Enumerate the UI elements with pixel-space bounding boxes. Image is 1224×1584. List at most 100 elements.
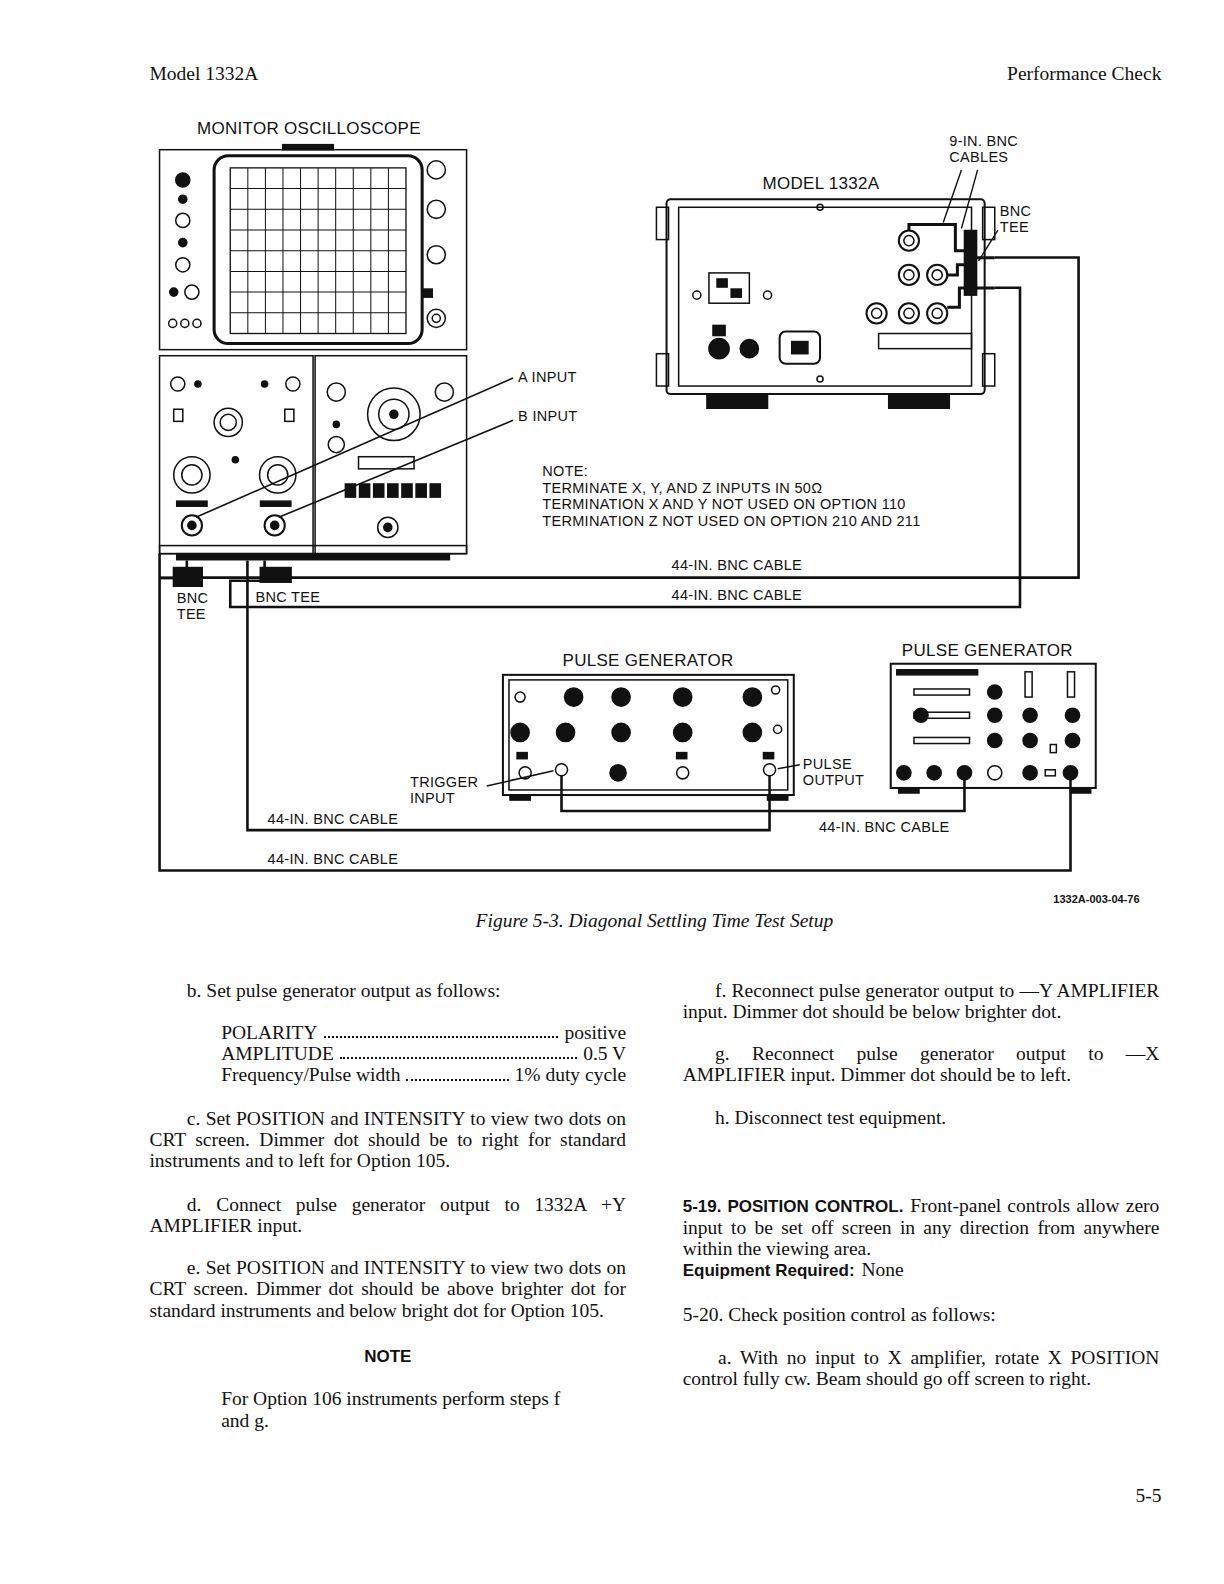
pulse-generator-drawing — [988, 766, 1002, 780]
body-text: e. Set POSITION and INTENSITY to view tw… — [149, 1257, 626, 1320]
oscilloscope-drawing — [435, 383, 453, 401]
body-text: f. Reconnect pulse generator output to —… — [683, 980, 1160, 1022]
oscilloscope-drawing — [214, 156, 422, 344]
model-1332a-drawing — [817, 204, 823, 210]
oscilloscope-drawing — [182, 465, 202, 485]
paragraph: c. Set POSITION and INTENSITY to view tw… — [149, 1108, 626, 1172]
pulse-generator-drawing — [743, 723, 761, 741]
model-1332a-drawing — [713, 325, 725, 335]
oscilloscope-drawing — [427, 246, 445, 264]
oscilloscope-drawing — [285, 409, 294, 421]
oscilloscope-drawing — [174, 409, 183, 421]
model-1332a-drawing — [899, 265, 919, 285]
oscilloscope-drawing — [177, 554, 450, 560]
pulse-generator: PULSE GENERATOR — [891, 640, 1096, 787]
oscilloscope-drawing — [390, 410, 398, 418]
running-header: Model 1332A — [149, 63, 258, 84]
model-1332a-drawing — [731, 289, 741, 297]
oscilloscope-drawing — [176, 173, 190, 187]
oscilloscope-drawing — [177, 501, 207, 506]
oscilloscope-drawing — [170, 288, 178, 296]
figure-caption: Figure 5-3. Diagonal Settling Time Test … — [402, 910, 907, 932]
pulse-generator: PULSE GENERATOR — [503, 650, 794, 794]
oscilloscope-drawing — [169, 319, 177, 327]
paragraph: b. Set pulse generator output as follows… — [149, 980, 626, 1001]
pulse-generator-drawing — [677, 753, 687, 759]
input-leader-lines — [196, 378, 513, 517]
pulse-generator-drawing — [988, 708, 1002, 722]
oscilloscope-drawing — [230, 168, 406, 334]
pulse-generator-drawing — [988, 685, 1002, 699]
settings-row: POLARITYpositive — [149, 1022, 626, 1043]
model-1332a-drawing — [667, 199, 985, 394]
pulse-generator-drawing — [763, 753, 773, 759]
paragraph: For Option 106 instruments perform steps… — [149, 1388, 626, 1430]
pulse-generator-drawing — [899, 788, 919, 793]
model-1332a-drawing — [932, 308, 942, 318]
model-1332a-drawing — [889, 394, 950, 408]
model-1332a-drawing — [717, 279, 727, 287]
oscilloscope-drawing — [181, 319, 189, 327]
model-1332a-drawing — [927, 265, 947, 285]
oscilloscope-drawing — [378, 517, 398, 537]
note-text: TERMINATION Z NOT USED ON OPTION 210 AND… — [542, 513, 920, 529]
paragraph: h. Disconnect test equipment. — [683, 1107, 1160, 1128]
model-1332a-drawing — [904, 308, 914, 318]
pulse-generator-drawing — [674, 688, 692, 706]
body-text: g. Reconnect pulse generator output to —… — [683, 1043, 1160, 1085]
setting-value: 1% duty cycle — [515, 1064, 627, 1085]
model-1332a-drawing — [792, 342, 808, 354]
page-number: 5-5 — [1135, 1485, 1161, 1506]
input-leader-lines — [279, 420, 513, 517]
oscilloscope-drawing — [195, 381, 201, 387]
callout-label: BNC TEE — [177, 590, 217, 622]
model-1332a-drawing — [932, 270, 942, 280]
instrument-title: PULSE GENERATOR — [563, 651, 734, 671]
model-1332a-drawing — [977, 258, 995, 288]
cable-label: 44-IN. BNC CABLE — [265, 811, 402, 827]
oscilloscope-drawing — [193, 319, 201, 327]
model-1332a-drawing — [983, 354, 995, 386]
input-label: A INPUT — [518, 369, 581, 385]
oscilloscope-drawing — [179, 239, 187, 247]
paragraph: 5-19. POSITION CONTROL.Front-panel contr… — [683, 1195, 1160, 1260]
pulse-generator-drawing — [1050, 745, 1056, 753]
oscilloscope-drawing — [359, 457, 415, 469]
text-column: b. Set pulse generator output as follows… — [149, 980, 626, 1431]
model-1332a-drawing — [872, 308, 882, 318]
connector-label: TRIGGER INPUT — [410, 774, 491, 806]
pulse-generator-drawing — [763, 764, 775, 776]
setting-name: Frequency/Pulse width — [221, 1064, 400, 1085]
oscilloscope-drawing — [328, 437, 344, 453]
pulse-generator-drawing — [743, 688, 761, 706]
dot-leader — [340, 1057, 577, 1059]
body-text: a. With no input to X amplifier, rotate … — [683, 1347, 1160, 1389]
pulse-generator-drawing — [914, 708, 928, 722]
oscilloscope-drawing — [286, 377, 300, 391]
pulse-generator-drawing — [927, 766, 941, 780]
pulse-generator-drawing — [914, 737, 970, 743]
pulse-generator-drawing — [503, 675, 794, 795]
oscilloscope-drawing — [388, 484, 398, 497]
figure-number: 1332A-003-04-76 — [1053, 893, 1139, 906]
pulse-generator-drawing — [565, 688, 583, 706]
body-text: d. Connect pulse generator output to 133… — [149, 1194, 626, 1236]
pulse-generator-drawing — [509, 680, 788, 790]
model-1332a-drawing — [656, 199, 994, 408]
model-1332a-drawing — [709, 339, 729, 359]
panel-leader-lines — [487, 765, 800, 786]
instrument-1332a: MODEL 1332A — [656, 174, 994, 409]
oscilloscope-drawing — [360, 484, 370, 497]
model-1332a-drawing — [817, 376, 823, 382]
pulse-generator-drawing — [1065, 733, 1079, 747]
pulse-generator-drawing — [957, 766, 971, 780]
text-column: f. Reconnect pulse generator output to —… — [683, 980, 1160, 1390]
pulse-generator-drawing — [1045, 770, 1055, 776]
oscilloscope-drawing — [427, 200, 445, 218]
pulse-generator-drawing — [556, 723, 574, 741]
model-1332a-drawing — [656, 207, 668, 239]
model-1332a-drawing — [866, 303, 886, 323]
model-1332a-drawing — [964, 230, 976, 295]
oscilloscope-drawing — [160, 546, 467, 554]
